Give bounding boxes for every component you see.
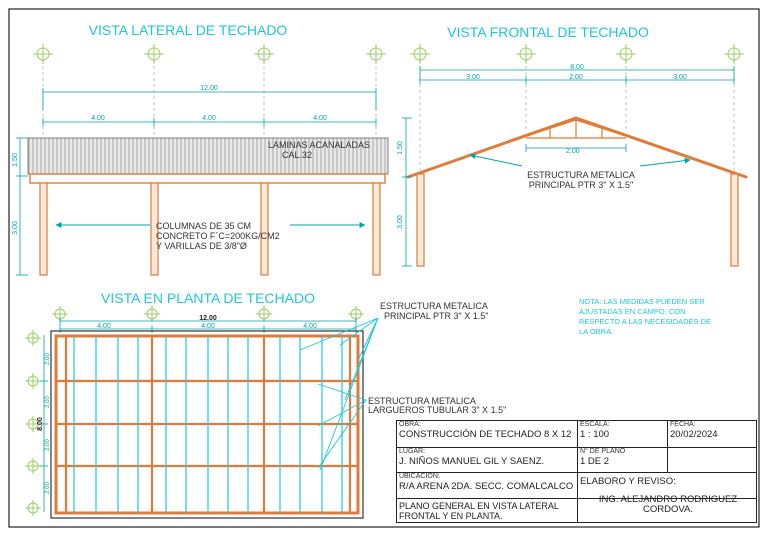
frontal-overall-dim: 8.00 (570, 64, 584, 71)
tb-fecha-label: FECHA: (670, 421, 696, 428)
plan-dimensions (40, 317, 357, 512)
frontal-note-arrow-left (469, 153, 523, 167)
frontal-roof-height-dim: 1.50 (397, 141, 404, 155)
tb-escala-value: 1 : 100 (580, 429, 610, 440)
lateral-columns (39, 182, 381, 276)
tb-descripcion-line1: PLANO GENERAL EN VISTA LATERAL (399, 501, 559, 511)
tb-plano-value: 1 DE 2 (580, 456, 610, 467)
lateral-roof-sheets (27, 137, 389, 175)
general-note-line3: RESPECTO A LAS NECESIDADES DE (579, 317, 711, 326)
tb-ubicacion-cell: UBICACIÓN: R/A ARENA 2DA. SECC. COMALCAL… (397, 473, 578, 499)
lateral-roof-height-dim: 1.50 (12, 153, 19, 167)
tb-fecha-cell: FECHA: 20/02/2024 (668, 421, 756, 448)
plan-side-dim-2: 2.00 (45, 396, 51, 408)
lateral-bay-dim-1: 4.00 (91, 115, 105, 122)
tb-ubicacion-value: R/A ARENA 2DA. SECC. COMALCALCO (399, 481, 574, 492)
frontal-note-arrow-right (639, 157, 691, 167)
general-note: NOTA: LAS MEDIDAS PUEDEN SER AJUSTADAS E… (579, 297, 711, 336)
lateral-view: VISTA LATERAL DE TECHADO 12.00 4.00 4.00… (12, 22, 389, 276)
tb-autor-line2: CORDOVA. (643, 504, 693, 515)
tb-ubicacion-label: UBICACIÓN: (399, 473, 440, 480)
plan-column-lines (64, 336, 352, 513)
lateral-beam (29, 173, 386, 184)
plan-note-principal-line2: PRINCIPAL PTR 3" X 1.5" (384, 311, 488, 321)
tb-obra-label: OBRA: (399, 421, 421, 428)
plan-leader-lines (299, 317, 379, 471)
frontal-column-height-dim: 3.00 (397, 215, 404, 229)
frontal-view-title: VISTA FRONTAL DE TECHADO (447, 24, 649, 40)
frontal-view: VISTA FRONTAL DE TECHADO 8.00 3.00 2.00 … (397, 24, 748, 267)
frontal-tie-dim (525, 144, 627, 152)
frontal-dimensions (419, 66, 735, 84)
note-sheets-line2: CAL.32 (282, 150, 312, 160)
tb-elaboro-cell: ELABORO Y REVISO: (578, 473, 756, 499)
tb-fecha-value: 20/02/2024 (670, 429, 718, 440)
plan-side-total: 8.00 (37, 417, 44, 431)
tb-obra-cell: OBRA: CONSTRUCCIÓN DE TECHADO 8 X 12 (397, 421, 578, 448)
plan-bay-dim-1: 4.00 (97, 323, 111, 330)
frontal-vertical-dims (402, 117, 412, 267)
plan-side-dim-3: 2.00 (45, 439, 51, 451)
lateral-axis-lines (42, 60, 377, 138)
lateral-bay-dim-3: 4.00 (313, 115, 327, 122)
frontal-bay-dim-1: 3.00 (466, 74, 480, 81)
tb-lugar-cell: LUGAR: J. NIÑOS MANUEL GIL Y SAENZ. (397, 448, 578, 473)
sheet-border (8, 8, 760, 528)
plan-view-title: VISTA EN PLANTA DE TECHADO (101, 290, 315, 306)
tb-elaboro-label: ELABORO Y REVISO: (580, 476, 676, 487)
frontal-axis-markers (410, 44, 744, 64)
plan-axis-markers-left (25, 330, 41, 516)
frontal-bay-dim-2: 2.00 (569, 74, 583, 81)
plan-side-dim-1: 2.00 (45, 353, 51, 365)
tb-plano-label: N° DE PLANO (580, 448, 626, 455)
plan-side-dim-4: 2.00 (45, 482, 51, 494)
lateral-axis-markers (33, 44, 386, 64)
tb-escala-cell: ESCALA: 1 : 100 (578, 421, 668, 448)
title-block: OBRA: CONSTRUCCIÓN DE TECHADO 8 X 12 ESC… (396, 420, 757, 523)
tb-lugar-label: LUGAR: (399, 448, 426, 455)
note-columns-line1: COLUMNAS DE 35 CM (156, 221, 251, 231)
general-note-line1: NOTA: LAS MEDIDAS PUEDEN SER (579, 297, 705, 306)
tb-descripcion-line2: FRONTAL Y EN PLANTA. (399, 511, 503, 521)
plan-overall-dim: 12.00 (199, 315, 217, 322)
tb-obra-value: CONSTRUCCIÓN DE TECHADO 8 X 12 (399, 429, 572, 440)
frontal-truss (406, 116, 748, 179)
general-note-line2: AJUSTADAS EN CAMPO, CON (579, 307, 686, 316)
plan-view: VISTA EN PLANTA DE TECHADO 12.00 4.00 4.… (25, 290, 506, 519)
lateral-column-height-dim: 3.00 (12, 221, 19, 235)
general-note-line4: LA OBRA. (579, 327, 613, 336)
plan-note-principal-line1: ESTRUCTURA METALICA (380, 301, 488, 311)
tb-autor-line1: ING. ALEJANDRO RODRIGUEZ (598, 494, 738, 505)
plan-note-largueros-line1: ESTRUCTURA METALICA (368, 396, 476, 406)
note-sheets-line1: LAMINAS ACANALADAS (268, 140, 370, 150)
frontal-note-line1: ESTRUCTURA METALICA (527, 170, 635, 180)
plan-bay-dim-3: 4.00 (303, 323, 317, 330)
note-columns-line2: CONCRETO F´C=200KG/CM2 (156, 231, 280, 241)
lateral-view-title: VISTA LATERAL DE TECHADO (89, 22, 288, 38)
note-columns-line3: Y VARILLAS DE 3/8"Ø (156, 241, 247, 251)
tb-autor-cell: ING. ALEJANDRO RODRIGUEZ CORDOVA. (578, 487, 756, 522)
lateral-dimensions (42, 88, 377, 126)
lateral-vertical-dims (16, 137, 28, 276)
plan-outer-frame (50, 330, 364, 519)
plan-purlins (56, 379, 358, 468)
plan-note-largueros-line2: LARGUEROS TUBULAR 3" X 1.5" (368, 405, 506, 415)
lateral-overall-dim: 12.00 (200, 85, 218, 92)
plan-bay-dim-2: 4.00 (201, 323, 215, 330)
frontal-truss-webs (525, 119, 627, 139)
tb-empty-cell (668, 448, 756, 473)
lateral-bay-dim-2: 4.00 (202, 115, 216, 122)
frontal-note-line2: PRINCIPAL PTR 3" X 1.5" (529, 180, 633, 190)
tb-escala-label: ESCALA: (580, 421, 610, 428)
tb-plano-cell: N° DE PLANO 1 DE 2 (578, 448, 668, 473)
plan-main-beams (150, 336, 266, 513)
frontal-tie-dim-label: 2.00 (566, 148, 580, 155)
frontal-bay-dim-3: 3.00 (673, 74, 687, 81)
plan-sheet-lines (73, 336, 343, 513)
tb-descripcion-cell: PLANO GENERAL EN VISTA LATERAL FRONTAL Y… (397, 499, 578, 522)
frontal-columns (416, 173, 739, 267)
tb-lugar-value: J. NIÑOS MANUEL GIL Y SAENZ. (399, 456, 545, 467)
